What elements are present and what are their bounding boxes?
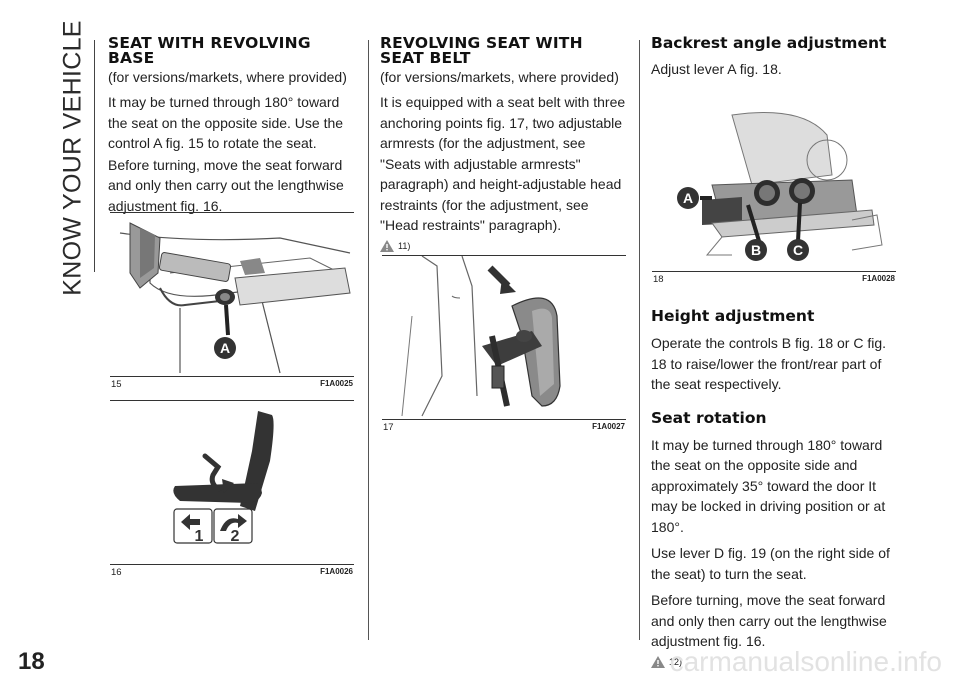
paragraph: It may be turned through 180° toward the… <box>651 436 886 535</box>
figure-15: A 15 F1A0025 <box>110 212 354 391</box>
figure-15-image: A <box>110 213 354 376</box>
paragraph: It may be turned through 180° toward the… <box>108 94 344 151</box>
figure-18-image: A B C <box>652 105 896 271</box>
section-side-tab: KNOW YOUR VEHICLE <box>58 20 88 296</box>
warning-ref-number: 11) <box>398 240 411 251</box>
heading-revolving-seat-belt: REVOLVING SEAT WITH SEAT BELT <box>380 34 583 67</box>
figure-16: 1 2 16 F1A0026 <box>110 400 354 579</box>
figure-number: 18 <box>653 274 664 285</box>
paragraph: It is equipped with a seat belt with thr… <box>380 94 626 233</box>
column-3: Backrest angle adjustment Adjust lever A… <box>651 34 901 80</box>
paragraph: Use lever D fig. 19 (on the right side o… <box>651 545 890 582</box>
paragraph: Operate the controls B fig. 18 or C fig.… <box>651 335 887 392</box>
column-2: REVOLVING SEAT WITH SEAT BELT (for versi… <box>380 34 626 252</box>
watermark: carmanualsonline.info <box>669 646 942 677</box>
figure-label-c: C <box>793 242 803 258</box>
warning-reference: 11) <box>380 239 626 252</box>
warning-triangle-icon <box>380 239 394 252</box>
figure-label-a: A <box>683 190 693 206</box>
column-divider-2 <box>639 40 640 640</box>
column-divider-1 <box>368 40 369 640</box>
figure-code: F1A0027 <box>592 422 625 431</box>
figure-code: F1A0025 <box>320 379 353 388</box>
figure-16-image: 1 2 <box>110 401 354 564</box>
heading-seat-revolving-base: SEAT WITH REVOLVING BASE <box>108 34 311 67</box>
seat-controls-illustration: A B C <box>677 112 883 261</box>
warning-reference: 12) <box>651 655 901 668</box>
heading-seat-rotation: Seat rotation <box>651 408 767 427</box>
figure-label-2: 2 <box>231 528 240 545</box>
figure-label-a: A <box>220 340 230 356</box>
subheading: (for versions/markets, where provided) <box>380 69 619 85</box>
figure-17-image <box>382 256 626 419</box>
paragraph: Before turning, move the seat forward an… <box>651 592 887 649</box>
seat-base-mechanism-illustration: A <box>119 222 351 374</box>
column-3-lower: Height adjustment Operate the controls B… <box>651 307 901 668</box>
warning-ref-number: 12) <box>669 656 683 667</box>
section-title: KNOW YOUR VEHICLE <box>58 20 87 296</box>
figure-code: F1A0028 <box>862 274 895 283</box>
figure-code: F1A0026 <box>320 567 353 576</box>
figure-number: 16 <box>111 567 122 578</box>
figure-label-1: 1 <box>195 528 204 545</box>
figure-18: A B C 18 F1A0028 <box>652 105 896 286</box>
warning-triangle-icon <box>651 655 665 668</box>
figure-17: 17 F1A0027 <box>382 255 626 434</box>
figure-label-b: B <box>751 242 761 258</box>
paragraph: Before turning, move the seat forward an… <box>108 156 344 214</box>
column-1: SEAT WITH REVOLVING BASE (for versions/m… <box>108 34 354 216</box>
heading-height-adjustment: Height adjustment <box>651 307 815 325</box>
paragraph: Adjust lever A fig. 18. <box>651 61 782 77</box>
figure-number: 17 <box>383 422 394 433</box>
figure-number: 15 <box>111 379 122 390</box>
page-number: 18 <box>18 648 45 675</box>
subheading: (for versions/markets, where provided) <box>108 69 347 85</box>
side-divider <box>94 40 95 272</box>
heading-backrest-angle: Backrest angle adjustment <box>651 34 887 52</box>
seat-rotation-illustration: 1 2 <box>173 411 274 545</box>
seat-belt-armrest-illustration <box>401 256 561 417</box>
